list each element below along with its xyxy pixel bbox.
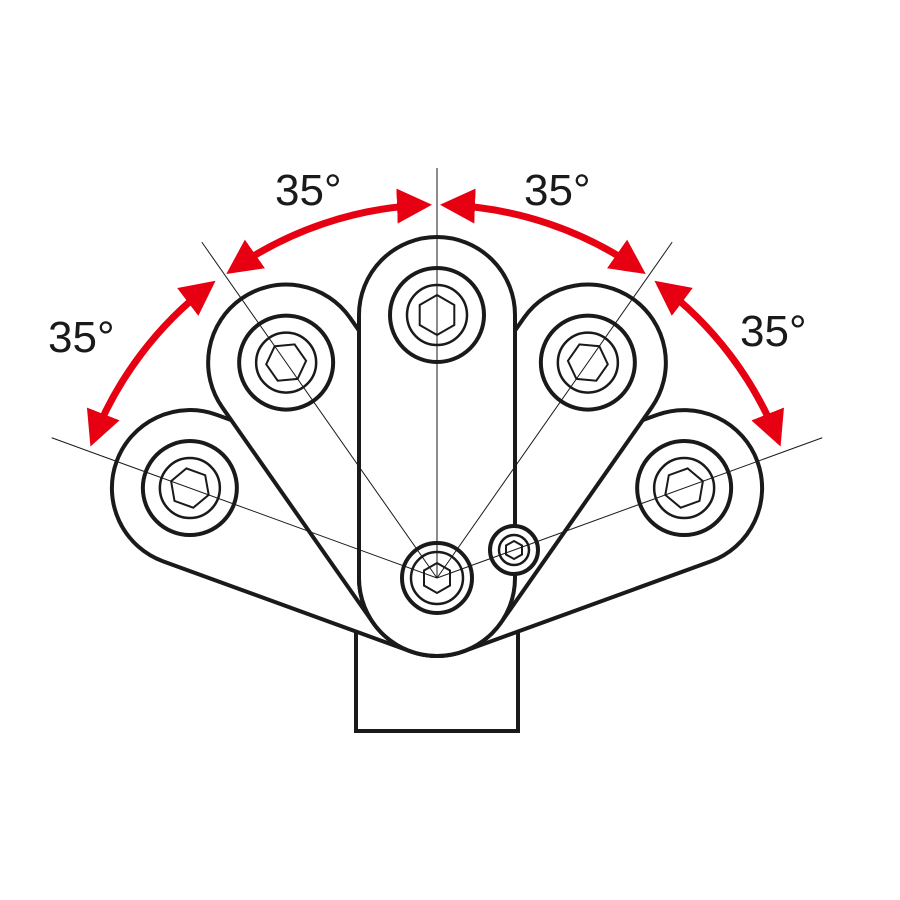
arrow-right-outer bbox=[654, 280, 784, 447]
arrow-right-inner bbox=[440, 188, 646, 275]
guide-line-left bbox=[201, 241, 438, 579]
arrow-left-inner bbox=[226, 188, 432, 275]
label-right-outer: 35° bbox=[740, 307, 807, 356]
label-right-inner: 35° bbox=[524, 166, 591, 215]
screw-inner-ring bbox=[158, 456, 222, 520]
screw-inner-ring bbox=[652, 456, 716, 520]
angle-arrows bbox=[86, 188, 784, 447]
label-left-inner: 35° bbox=[275, 166, 342, 215]
screw-inner-ring bbox=[254, 331, 318, 394]
arrow-left-outer bbox=[86, 280, 216, 447]
lock-screw-hex-icon bbox=[505, 539, 523, 561]
angle-guide-lines bbox=[51, 168, 823, 579]
guide-line-far-right bbox=[436, 437, 823, 579]
guide-line-right bbox=[436, 241, 673, 579]
guide-line-far-left bbox=[51, 437, 438, 579]
screw-inner-ring bbox=[556, 331, 620, 394]
lock-screw-inner-ring bbox=[497, 533, 531, 567]
pivot-hex-icon bbox=[423, 561, 451, 595]
label-left-outer: 35° bbox=[48, 313, 115, 362]
